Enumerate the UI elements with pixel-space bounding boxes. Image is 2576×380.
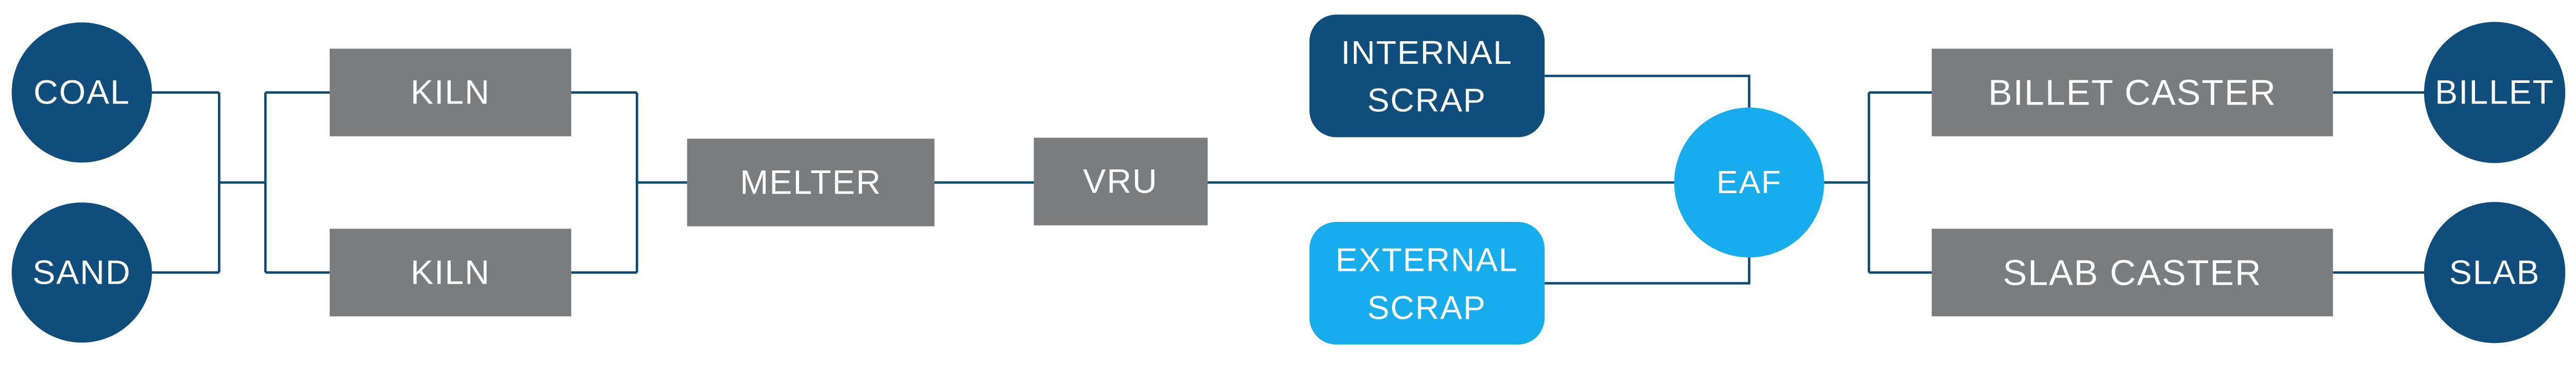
node-external-scrap-label-line1: EXTERNAL (1335, 241, 1518, 279)
node-kiln-bottom (329, 229, 571, 317)
node-kiln-bottom-label: KILN (411, 253, 490, 291)
node-internal-scrap-label-line1: INTERNAL (1341, 34, 1513, 71)
process-flow-diagram: COAL SAND KILN KILN MELTER VRU INTERNAL … (11, 14, 2566, 345)
node-billet (2424, 22, 2566, 163)
node-sand-label: SAND (32, 253, 131, 291)
node-external-scrap (1309, 221, 1545, 345)
node-sand (11, 202, 152, 343)
node-billet-caster (1931, 48, 2333, 136)
node-slab-caster-label: SLAB CASTER (2003, 252, 2262, 292)
node-billet-label: BILLET (2435, 74, 2554, 112)
node-slab-caster (1931, 229, 2333, 317)
node-vru-label: VRU (1083, 163, 1158, 201)
node-slab-label: SLAB (2449, 253, 2540, 291)
node-slab (2424, 202, 2566, 343)
node-internal-scrap-label-line2: SCRAP (1367, 82, 1486, 119)
node-vru (1033, 137, 1208, 226)
node-kiln-top-label: KILN (411, 74, 490, 112)
node-eaf-label: EAF (1717, 165, 1782, 200)
node-coal-label: COAL (33, 74, 130, 112)
node-external-scrap-label-line2: SCRAP (1367, 289, 1486, 326)
node-internal-scrap (1309, 14, 1545, 137)
node-melter-label: MELTER (740, 163, 882, 201)
node-billet-caster-label: BILLET CASTER (1988, 73, 2277, 113)
process-flow-canvas: COAL SAND KILN KILN MELTER VRU INTERNAL … (11, 14, 2566, 345)
node-coal (11, 22, 152, 163)
node-kiln-top (329, 48, 571, 136)
node-eaf (1674, 107, 1824, 257)
node-melter (687, 139, 935, 227)
